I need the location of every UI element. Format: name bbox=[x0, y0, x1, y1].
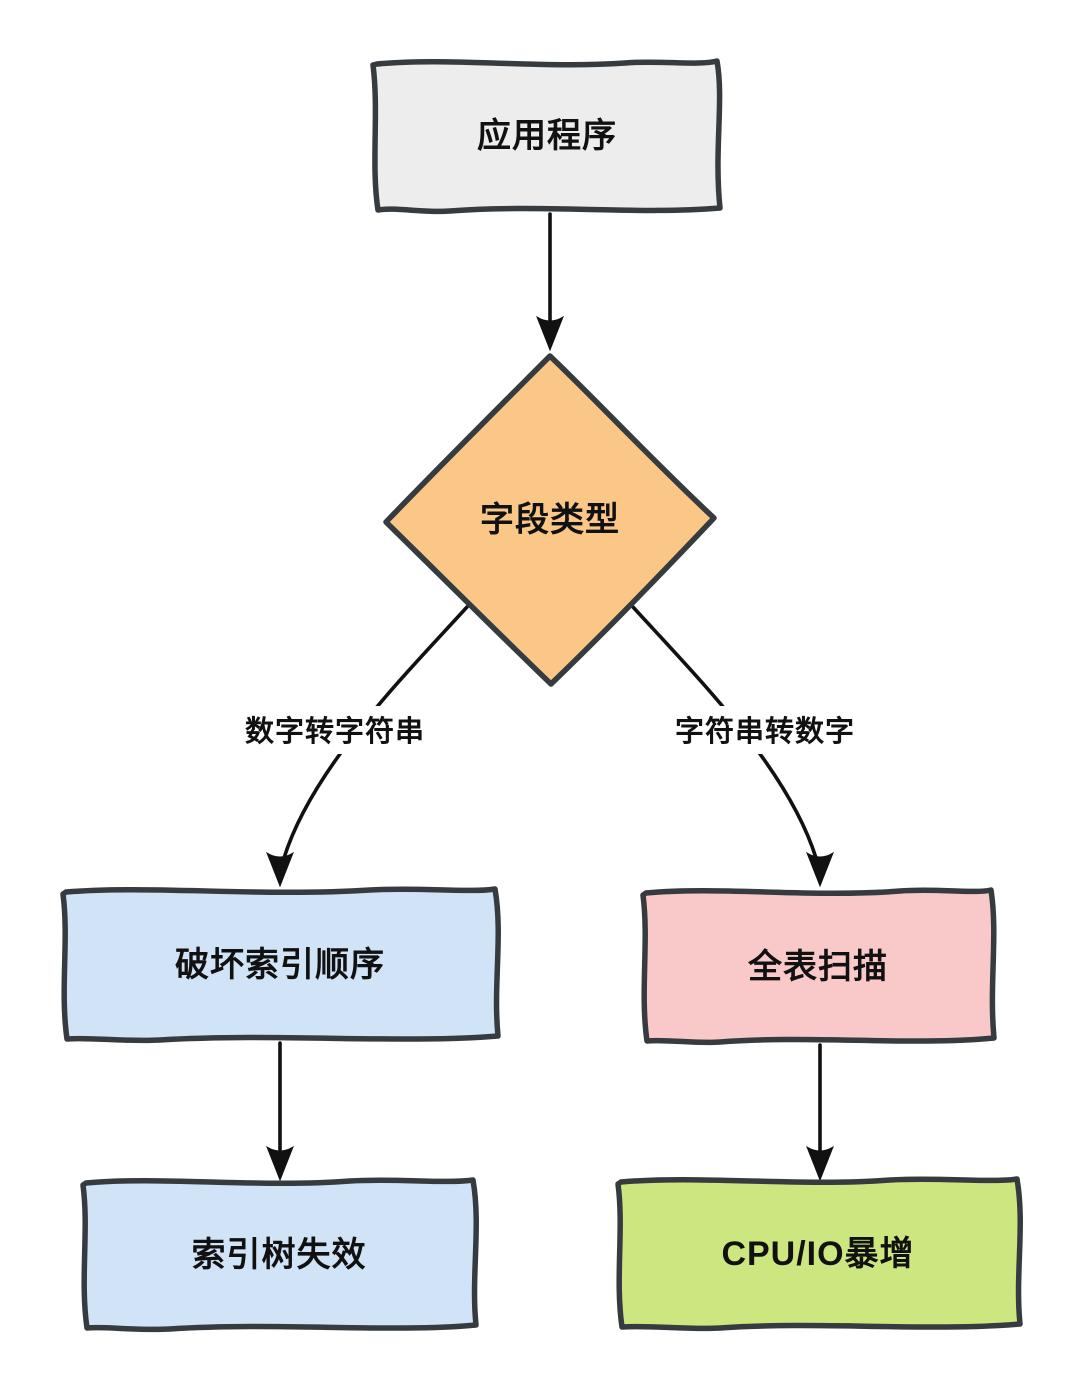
node-break-index-order-label: 破坏索引顺序 bbox=[175, 946, 385, 984]
node-field-type: 字段类型 bbox=[383, 353, 717, 687]
arrowhead-down-icon bbox=[265, 1145, 295, 1182]
edge-label-string-to-number: 字符串转数字 bbox=[662, 706, 868, 754]
arrowhead-down-icon bbox=[535, 315, 565, 352]
node-cpu-io-surge: CPU/IO暴增 bbox=[615, 1176, 1023, 1332]
edge-full-scan-to-cpu-io bbox=[805, 1043, 835, 1182]
edge-app-to-field-type bbox=[535, 212, 565, 352]
node-application-label: 应用程序 bbox=[477, 117, 617, 155]
edge-label-background bbox=[662, 706, 868, 754]
node-full-table-scan-label: 全表扫描 bbox=[747, 947, 888, 986]
arrowhead-down-icon bbox=[805, 1145, 835, 1182]
edge-break-index-to-tree-fail bbox=[265, 1041, 295, 1182]
node-cpu-io-surge-shape bbox=[615, 1176, 1023, 1332]
edge-label-text: 数字转字符串 bbox=[245, 714, 425, 748]
node-full-table-scan-shape bbox=[640, 887, 997, 1046]
edge-label-number-to-string: 数字转字符串 bbox=[232, 706, 438, 754]
node-application: 应用程序 bbox=[370, 58, 723, 215]
node-break-index-order: 破坏索引顺序 bbox=[60, 886, 501, 1044]
arrowhead-down-icon bbox=[805, 851, 835, 888]
node-full-table-scan: 全表扫描 bbox=[640, 887, 997, 1046]
node-field-type-label: 字段类型 bbox=[480, 500, 620, 539]
node-application-shape bbox=[370, 58, 723, 215]
node-cpu-io-surge-label: CPU/IO暴增 bbox=[721, 1235, 914, 1273]
edge-label-background bbox=[232, 706, 438, 754]
node-index-tree-fail: 索引树失效 bbox=[80, 1177, 479, 1333]
node-break-index-order-shape bbox=[60, 886, 501, 1044]
node-field-type-shape bbox=[383, 353, 717, 687]
node-index-tree-fail-shape bbox=[80, 1177, 479, 1333]
node-index-tree-fail-label: 索引树失效 bbox=[192, 1236, 367, 1274]
arrowhead-down-icon bbox=[265, 851, 295, 888]
edge-label-text: 字符串转数字 bbox=[675, 714, 855, 748]
